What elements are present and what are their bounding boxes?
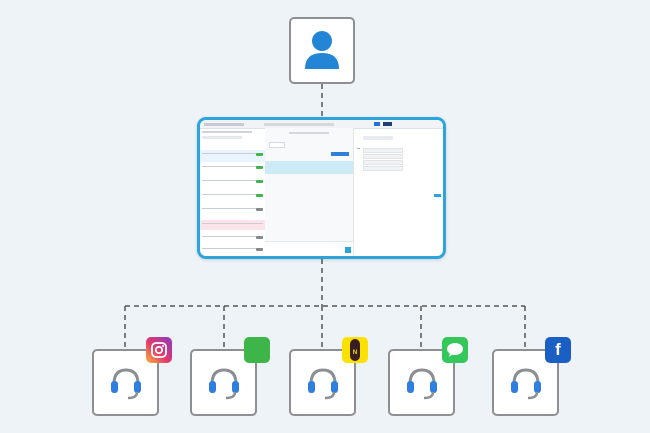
conversation-list [200, 128, 266, 256]
facebook-icon: f [545, 337, 571, 363]
facebook-letter: f [555, 340, 561, 359]
headset-icon [407, 368, 437, 400]
agent-instagram-node [92, 349, 159, 416]
headset-icon [111, 368, 141, 400]
customer-info-panel [353, 128, 443, 256]
headset-icon [209, 368, 239, 400]
chat-window [265, 128, 354, 256]
message-bubble-icon [442, 337, 468, 363]
agent-naver-node [190, 349, 257, 416]
naver-icon [244, 337, 270, 363]
kakaotalk-label: N [352, 350, 358, 356]
kakaotalk-icon: N [342, 337, 368, 363]
customer-node [289, 17, 355, 84]
chat-console-screenshot [197, 117, 446, 259]
user-icon [305, 31, 339, 69]
instagram-icon [146, 337, 172, 363]
headset-icon [511, 368, 541, 400]
headset-icon [308, 368, 338, 400]
